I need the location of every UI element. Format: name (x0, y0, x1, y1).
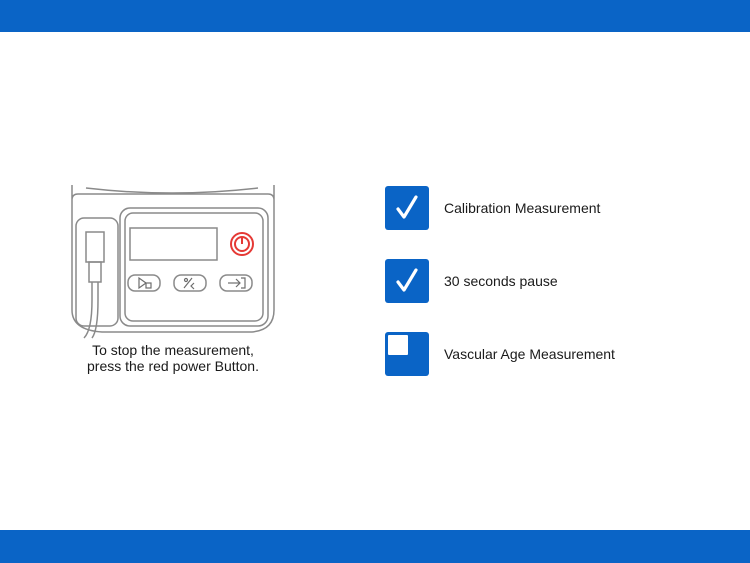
instruction-line-2: press the red power Button. (87, 358, 259, 374)
instruction-line-1: To stop the measurement, (92, 342, 254, 358)
step-label: Vascular Age Measurement (444, 346, 615, 362)
step-label: 30 seconds pause (444, 273, 558, 289)
step-calibration: Calibration Measurement (385, 186, 600, 230)
step-vascular-age: Vascular Age Measurement (385, 332, 615, 376)
instruction-text: To stop the measurement, press the red p… (62, 342, 284, 374)
top-bar (0, 0, 750, 32)
power-button[interactable] (230, 232, 254, 256)
step-label: Calibration Measurement (444, 200, 601, 216)
checkmark-icon (385, 259, 429, 303)
progress-square-icon (385, 332, 429, 376)
step-pause: 30 seconds pause (385, 259, 558, 303)
bottom-bar (0, 530, 750, 563)
device-illustration (71, 185, 275, 339)
checkmark-icon (385, 186, 429, 230)
